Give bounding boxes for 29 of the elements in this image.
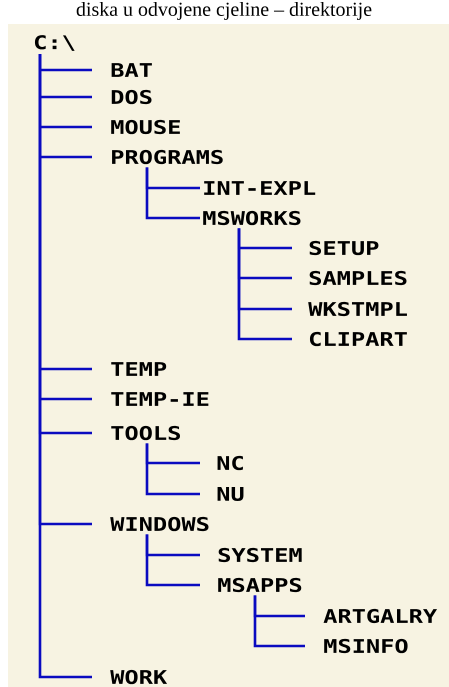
folder-name: SETUP bbox=[310, 240, 378, 256]
folder-name: MSWORKS bbox=[203, 210, 300, 226]
folder-name: WKSTMPL bbox=[308, 302, 407, 316]
tree-connector bbox=[146, 167, 200, 220]
folder-name: INT-EXPL bbox=[204, 181, 316, 195]
folder-name: PROGRAMS bbox=[112, 150, 223, 164]
folder-name: NC bbox=[218, 456, 243, 470]
folder-name: TEMP bbox=[111, 362, 166, 376]
folder-name: TEMP-IE bbox=[111, 392, 208, 406]
folder-name: SYSTEM bbox=[218, 548, 302, 562]
folder-name: CLIPART bbox=[310, 332, 407, 346]
folder-name: BAT bbox=[112, 63, 152, 77]
folder-name: MSINFO bbox=[324, 638, 408, 654]
folder-name: SAMPLES bbox=[310, 270, 406, 286]
folder-name: NU bbox=[218, 486, 244, 502]
caption-text: diska u odvojene cjeline – direktorije bbox=[76, 2, 372, 20]
tree-connector bbox=[254, 595, 305, 648]
tree-connector bbox=[146, 534, 200, 586]
folder-name: WORK bbox=[110, 670, 168, 684]
tree-connector bbox=[146, 443, 200, 496]
folder-name: TOOLS bbox=[111, 426, 180, 440]
folder-name: DOS bbox=[112, 90, 152, 104]
tree-connector bbox=[38, 54, 92, 678]
folder-name: ARTGALRY bbox=[324, 608, 438, 624]
folder-name: C:\ bbox=[34, 35, 75, 51]
folder-name: MSAPPS bbox=[218, 578, 302, 592]
tree-connector bbox=[238, 228, 292, 340]
folder-name: MOUSE bbox=[111, 120, 180, 134]
folder-name: WINDOWS bbox=[110, 516, 208, 532]
